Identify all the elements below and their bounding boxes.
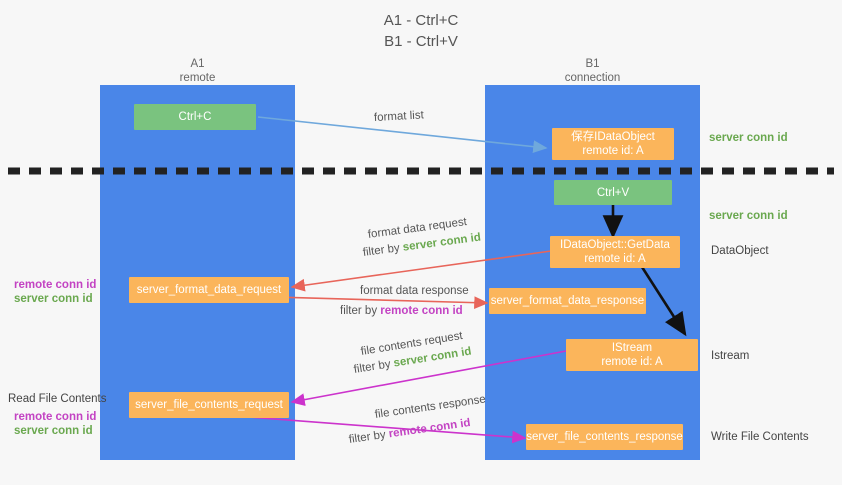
box-ctrl-c-label: Ctrl+C <box>178 111 212 123</box>
box-save-idataobject-line1: 保存IDataObject <box>571 131 655 143</box>
box-getdata-line2: remote id: A <box>584 253 646 265</box>
box-istream[interactable]: IStream remote id: A <box>566 339 698 371</box>
filter-value-remote-conn-id: remote conn id <box>380 305 463 317</box>
box-server-format-data-response-label: server_format_data_response <box>490 295 645 307</box>
title-line-1: A1 - Ctrl+C <box>383 12 459 29</box>
box-save-idataobject[interactable]: 保存IDataObject remote id: A <box>552 128 674 160</box>
filter-prefix: filter by <box>352 357 395 376</box>
lane-header-a1: A1 remote <box>100 57 295 85</box>
box-istream-line2: remote id: A <box>601 356 663 368</box>
edge-label-format-data-response-filter: filter by remote conn id <box>340 304 463 319</box>
lane-b1-name: B1 <box>585 58 600 70</box>
right-label-istream: Istream <box>711 350 750 362</box>
title-line-2: B1 - Ctrl+V <box>384 33 458 50</box>
edge-label-format-data-response: format data response <box>360 285 469 297</box>
box-server-file-contents-request-label: server_file_contents_request <box>135 399 283 411</box>
box-istream-line1: IStream <box>611 342 653 354</box>
filter-prefix: filter by <box>340 305 381 317</box>
box-getdata-line1: IDataObject::GetData <box>560 239 670 251</box>
lane-b1-subtitle: connection <box>564 72 621 84</box>
box-ctrl-c[interactable]: Ctrl+C <box>134 104 256 130</box>
left-label-server-conn-id-1: server conn id <box>14 293 93 305</box>
right-label-write-file-contents: Write File Contents <box>711 431 809 443</box>
box-ctrl-v-label: Ctrl+V <box>596 186 630 199</box>
right-label-server-conn-id-2: server conn id <box>709 210 788 222</box>
filter-value-remote-conn-id: remote conn id <box>387 416 472 441</box>
filter-prefix: filter by <box>348 428 390 446</box>
page-title: A1 - Ctrl+C B1 - Ctrl+V <box>0 10 842 52</box>
box-server-format-data-request-label: server_format_data_request <box>136 284 282 296</box>
left-label-remote-conn-id-2: remote conn id <box>14 411 97 423</box>
filter-prefix: filter by <box>362 241 404 259</box>
lane-a1-subtitle: remote <box>179 72 216 84</box>
box-server-file-contents-response[interactable]: server_file_contents_response <box>526 424 683 450</box>
lane-a1-name: A1 <box>190 58 205 70</box>
edge-label-file-contents-response-filter: filter by remote conn id <box>348 416 472 448</box>
box-server-format-data-request[interactable]: server_format_data_request <box>129 277 289 303</box>
lane-header-b1: B1 connection <box>485 57 700 85</box>
box-server-format-data-response[interactable]: server_format_data_response <box>489 288 646 314</box>
right-label-dataobject: DataObject <box>711 245 769 257</box>
left-label-server-conn-id-2: server conn id <box>14 425 93 437</box>
box-server-file-contents-request[interactable]: server_file_contents_request <box>129 392 289 418</box>
box-save-idataobject-line2: remote id: A <box>582 145 644 157</box>
box-idataobject-getdata[interactable]: IDataObject::GetData remote id: A <box>550 236 680 268</box>
left-label-read-file-contents: Read File Contents <box>8 393 107 405</box>
left-label-remote-conn-id-1: remote conn id <box>14 279 97 291</box>
box-server-file-contents-response-label: server_file_contents_response <box>526 431 683 443</box>
edge-label-format-list: format list <box>373 109 425 124</box>
box-ctrl-v[interactable]: Ctrl+V <box>554 180 672 205</box>
right-label-server-conn-id-1: server conn id <box>709 132 788 144</box>
